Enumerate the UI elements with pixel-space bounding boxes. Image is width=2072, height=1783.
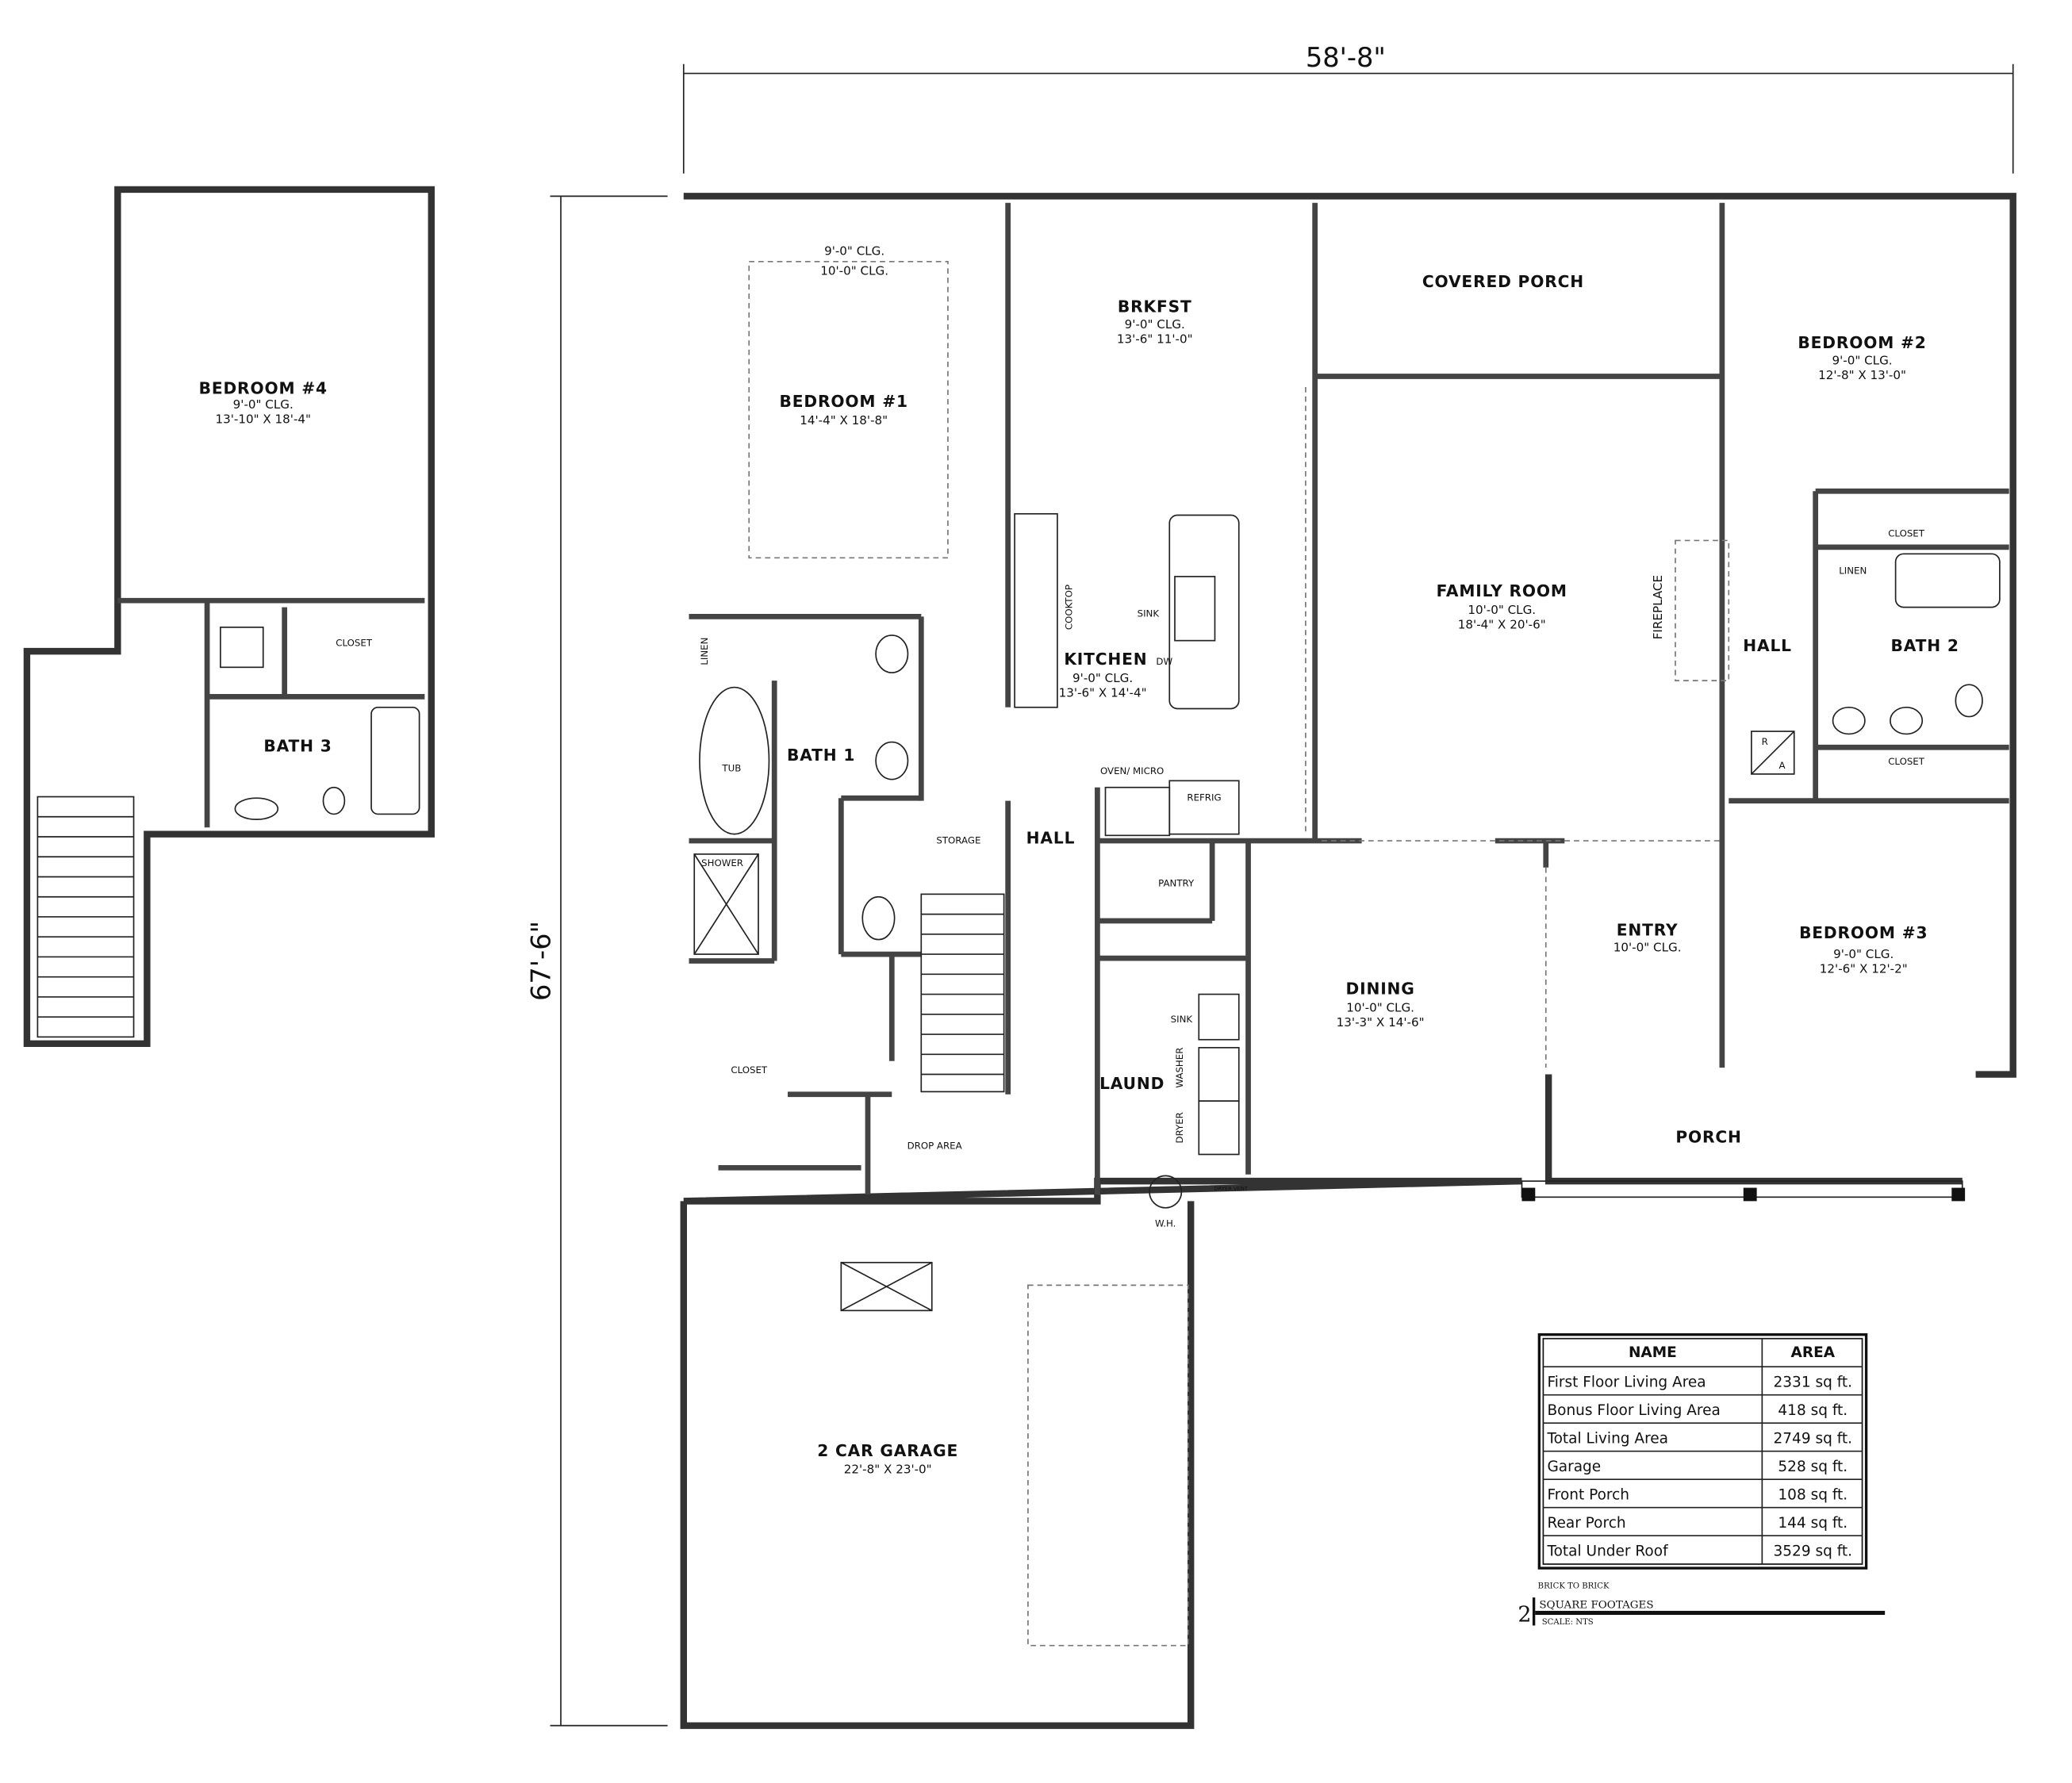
bedroom4-size: 13'-10" X 18'-4" <box>216 412 311 426</box>
bedroom1-size: 14'-4" X 18'-8" <box>800 413 888 428</box>
linen2-label: LINEN <box>1839 566 1867 577</box>
garage-label: 2 CAR GARAGE <box>817 1441 958 1460</box>
family-room-size: 18'-4" X 20'-6" <box>1458 618 1546 632</box>
entry-label: ENTRY <box>1617 921 1679 940</box>
table-cell-name: Bonus Floor Living Area <box>1547 1402 1720 1419</box>
bonus-closet-label: CLOSET <box>336 637 373 648</box>
kitchen-label: KITCHEN <box>1064 650 1147 669</box>
table-cell-area: 108 sq ft. <box>1778 1486 1848 1503</box>
shower-label: SHOWER <box>701 857 743 868</box>
garage-size: 22'-8" X 23'-0" <box>844 1463 932 1477</box>
entry-ceiling: 10'-0" CLG. <box>1613 941 1682 955</box>
bedroom2-size: 12'-8" X 13'-0" <box>1818 368 1906 382</box>
width-dimension: 58'-8" <box>682 42 2014 174</box>
table-cell-area: 2749 sq ft. <box>1774 1430 1853 1447</box>
table-header-name: NAME <box>1629 1344 1677 1361</box>
washer-label: WASHER <box>1174 1048 1185 1088</box>
porch-label: PORCH <box>1675 1127 1741 1146</box>
bedroom1-ceiling2: 10'-0" CLG. <box>820 264 888 278</box>
bedroom2-ceiling: 9'-0" CLG. <box>1832 353 1892 367</box>
cooktop-label: COOKTOP <box>1063 585 1074 630</box>
closet2b-label: CLOSET <box>1888 756 1925 767</box>
hall2-label: HALL <box>1743 636 1792 655</box>
bedroom1-ceiling1: 9'-0" CLG. <box>824 243 884 258</box>
kitchen-size: 13'-6" X 14'-4" <box>1059 685 1147 700</box>
closet2a-label: CLOSET <box>1888 527 1925 539</box>
storage-label: STORAGE <box>936 834 980 845</box>
table-header-area: AREA <box>1791 1344 1836 1361</box>
drawing-title: SQUARE FOOTAGES <box>1539 1600 1653 1612</box>
drop-area-label: DROP AREA <box>907 1141 962 1152</box>
dining-label: DINING <box>1346 980 1415 999</box>
bedroom4-label: BEDROOM #4 <box>199 378 328 397</box>
width-label: 58'-8" <box>1306 42 1386 73</box>
dryer-vent-label: DRYER VENT <box>1214 1186 1248 1192</box>
dw-label: DW <box>1156 656 1172 667</box>
drawing-scale: SCALE: NTS <box>1542 1618 1594 1627</box>
bedroom3-size: 12'-6" X 12'-2" <box>1820 962 1908 976</box>
drawing-number: 2 <box>1518 1602 1531 1627</box>
bath2-label: BATH 2 <box>1891 636 1959 655</box>
title-block: BRICK TO BRICK 2 SQUARE FOOTAGES SCALE: … <box>1518 1582 1886 1627</box>
kitchen-ceiling: 9'-0" CLG. <box>1072 671 1133 685</box>
laund-sink-label: SINK <box>1171 1014 1193 1025</box>
family-room-ceiling: 10'-0" CLG. <box>1468 603 1536 617</box>
table-cell-name: Garage <box>1547 1459 1601 1475</box>
return-air-a: A <box>1779 760 1786 771</box>
main-floor <box>680 193 2016 1729</box>
bath3-label: BATH 3 <box>263 736 332 755</box>
closet-label: CLOSET <box>731 1064 768 1076</box>
table-cell-area: 528 sq ft. <box>1778 1459 1848 1475</box>
bedroom3-ceiling: 9'-0" CLG. <box>1833 947 1894 961</box>
bedroom3-label: BEDROOM #3 <box>1799 923 1928 942</box>
main-stairs <box>920 893 1005 1093</box>
dining-size: 13'-3" X 14'-6" <box>1337 1015 1425 1030</box>
stairs <box>36 796 135 1038</box>
kitchen-sink-label: SINK <box>1138 608 1160 619</box>
depth-dimension: 67'-6" <box>526 195 668 1727</box>
bath1-label: BATH 1 <box>787 746 855 765</box>
fireplace-label: FIREPLACE <box>1651 575 1665 639</box>
table-cell-name: Total Under Roof <box>1546 1543 1668 1559</box>
tub-label: TUB <box>721 763 741 774</box>
title-note: BRICK TO BRICK <box>1538 1582 1610 1590</box>
table-cell-area: 418 sq ft. <box>1778 1402 1848 1419</box>
area-table: First Floor Living Area 2331 sq ft. Bonus … <box>1537 1332 1868 1570</box>
bonus-floor: BEDROOM #4 9'-0" CLG. 13'-10" X 18'-4" C… <box>23 186 435 1048</box>
room-labels: 9'-0" CLG. 10'-0" CLG. BEDROOM #1 14'-4"… <box>699 243 1959 1476</box>
bedroom4-ceiling: 9'-0" CLG. <box>233 397 294 412</box>
dining-ceiling: 10'-0" CLG. <box>1346 1000 1414 1014</box>
table-cell-name: Rear Porch <box>1547 1515 1625 1532</box>
table-cell-name: First Floor Living Area <box>1547 1374 1706 1390</box>
table-cell-area: 3529 sq ft. <box>1774 1543 1853 1559</box>
dryer-label: DRYER <box>1174 1112 1185 1143</box>
bedroom1-label: BEDROOM #1 <box>780 392 908 411</box>
table-cell-name: Front Porch <box>1547 1486 1629 1503</box>
covered-porch-label: COVERED PORCH <box>1422 272 1584 291</box>
table-cell-area: 2331 sq ft. <box>1774 1374 1853 1390</box>
wh-label: W.H. <box>1155 1217 1176 1229</box>
laund-label: LAUND <box>1099 1074 1165 1093</box>
depth-label: 67'-6" <box>526 921 557 1001</box>
brkfst-ceiling: 9'-0" CLG. <box>1125 317 1185 332</box>
linen-label: LINEN <box>699 638 710 665</box>
hall-label: HALL <box>1026 828 1076 847</box>
return-air-r: R <box>1762 736 1768 747</box>
brkfst-label: BRKFST <box>1118 297 1192 316</box>
bedroom2-label: BEDROOM #2 <box>1798 333 1926 352</box>
table-cell-name: Total Living Area <box>1546 1430 1668 1447</box>
pantry-label: PANTRY <box>1158 877 1195 888</box>
brkfst-size: 13'-6" 11'-0" <box>1117 332 1193 346</box>
table-cell-area: 144 sq ft. <box>1778 1515 1848 1532</box>
family-room-label: FAMILY ROOM <box>1437 581 1567 600</box>
refrig-label: REFRIG <box>1187 792 1221 803</box>
oven-label: OVEN/ MICRO <box>1100 765 1164 776</box>
